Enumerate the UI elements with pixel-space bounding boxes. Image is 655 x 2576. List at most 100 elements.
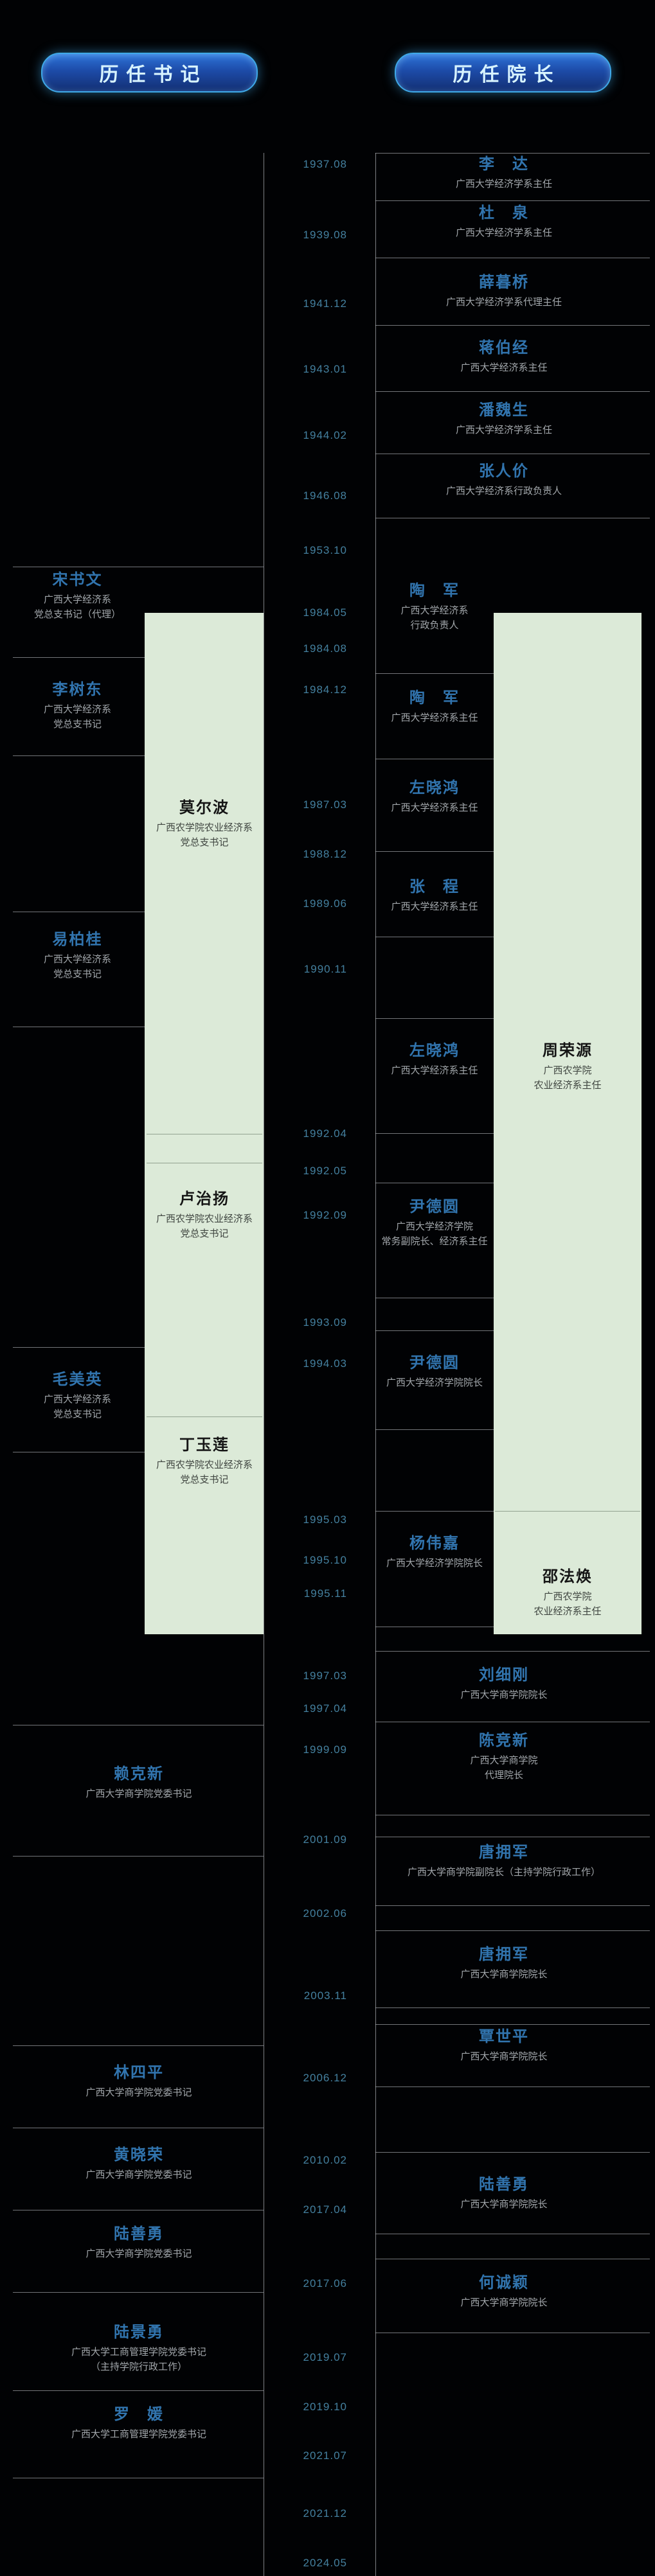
- separator-line: [375, 200, 650, 201]
- dean-entry: 尹德圆广西大学经济学院院长: [375, 1354, 494, 1390]
- separator-line: [495, 1511, 640, 1512]
- timeline-date: 2024.05: [303, 2557, 347, 2569]
- dean-entry: 何诚颖广西大学商学院院长: [375, 2274, 633, 2310]
- separator-line: [375, 2007, 650, 2008]
- timeline-date: 1995.03: [303, 1513, 347, 1526]
- person-title: 广西农学院农业经济系: [156, 1213, 253, 1224]
- person-title: 行政负责人: [410, 620, 459, 631]
- person-name: 莫尔波: [179, 799, 229, 816]
- person-title: 广西大学经济学系主任: [455, 179, 552, 190]
- person-name: 周荣源: [543, 1042, 593, 1059]
- separator-line: [375, 1018, 494, 1019]
- person-title: 常务副院长、经济系主任: [381, 1236, 488, 1247]
- timeline-date: 2010.02: [303, 2154, 347, 2166]
- timeline-date: 1997.03: [303, 1670, 347, 1682]
- person-title: 广西大学商学院院长: [460, 1969, 548, 1980]
- person-name: 杜 泉: [479, 204, 529, 222]
- separator-line: [13, 755, 145, 756]
- dean-entry: 潘魏生广西大学经济学系主任: [375, 401, 633, 437]
- person-name: 唐拥军: [479, 1844, 529, 1861]
- person-name: 杨伟嘉: [409, 1535, 460, 1552]
- timeline-date: 2006.12: [303, 2072, 347, 2084]
- person-name: 覃世平: [479, 2028, 529, 2045]
- dean-entry: 唐拥军广西大学商学院副院长（主持学院行政工作）: [375, 1844, 633, 1880]
- secretary-entry: 宋书文广西大学经济系党总支书记（代理）: [12, 571, 143, 622]
- separator-line: [375, 325, 650, 326]
- person-title: 广西大学经济学系主任: [455, 425, 552, 436]
- timeline-date: 1995.11: [303, 1587, 347, 1600]
- person-title: 广西大学商学院院长: [460, 2199, 548, 2210]
- separator-line: [13, 1347, 145, 1348]
- separator-line: [375, 1429, 494, 1430]
- person-name: 薛暮桥: [479, 274, 529, 291]
- person-title: 党总支书记: [53, 1409, 102, 1420]
- separator-line: [147, 1416, 262, 1417]
- dean-entry: 邵法焕广西农学院农业经济系主任: [495, 1568, 640, 1619]
- agricultural-period-highlight-left: [145, 613, 264, 1634]
- deans-header-button[interactable]: 历任院长: [395, 53, 611, 93]
- person-title: 广西大学商学院党委书记: [85, 2169, 192, 2180]
- person-name: 陈竞新: [479, 1732, 529, 1749]
- timeline-date: 2017.06: [303, 2277, 347, 2289]
- agricultural-period-highlight-right: [494, 613, 642, 1634]
- timeline-date: 2017.04: [303, 2203, 347, 2216]
- person-title: 广西大学经济系: [43, 1394, 111, 1405]
- person-title: （主持学院行政工作）: [90, 2361, 187, 2372]
- person-name: 陶 军: [409, 582, 460, 599]
- separator-line: [13, 2390, 264, 2391]
- secretary-entry: 黄晓荣广西大学商学院党委书记: [13, 2146, 265, 2182]
- person-name: 罗 媛: [114, 2406, 164, 2423]
- separator-line: [13, 657, 145, 658]
- person-title: 广西大学经济系主任: [460, 362, 548, 373]
- person-title: 广西大学经济学院: [395, 1221, 473, 1232]
- person-name: 张 程: [409, 878, 460, 895]
- timeline-date: 1994.03: [303, 1357, 347, 1370]
- person-name: 邵法焕: [543, 1568, 593, 1585]
- timeline-date: 2003.11: [303, 1989, 347, 2002]
- dean-entry: 陶 军广西大学经济系主任: [375, 689, 494, 725]
- separator-line: [13, 2045, 264, 2046]
- timeline-date: 2021.12: [303, 2507, 347, 2519]
- separator-line: [375, 2152, 650, 2153]
- person-name: 陆景勇: [114, 2324, 164, 2341]
- person-name: 刘细刚: [479, 1666, 529, 1684]
- person-title: 广西大学商学院党委书记: [85, 2248, 192, 2259]
- dean-entry: 左晓鸿广西大学经济系主任: [375, 1042, 494, 1078]
- person-title: 党总支书记: [180, 837, 229, 848]
- dean-entry: 杜 泉广西大学经济学系主任: [375, 204, 633, 240]
- dean-entry: 蒋伯经广西大学经济系主任: [375, 339, 633, 375]
- timeline-axis-line: [375, 153, 376, 2576]
- secretary-entry: 陆善勇广西大学商学院党委书记: [13, 2225, 265, 2261]
- dean-entry: 唐拥军广西大学商学院院长: [375, 1946, 633, 1982]
- separator-line: [13, 1856, 264, 1857]
- person-name: 赖克新: [114, 1765, 164, 1783]
- person-name: 左晓鸿: [409, 1042, 460, 1059]
- person-title: 广西农学院: [543, 1591, 592, 1602]
- separator-line: [375, 1330, 494, 1331]
- secretary-entry: 陆景勇广西大学工商管理学院党委书记（主持学院行政工作）: [13, 2324, 265, 2374]
- person-title: 农业经济系主任: [534, 1080, 602, 1091]
- timeline-date: 1984.12: [303, 684, 347, 696]
- person-title: 广西大学商学院院长: [460, 2051, 548, 2062]
- timeline-date: 1990.11: [303, 963, 347, 975]
- separator-line: [375, 1133, 494, 1134]
- timeline-date: 2001.09: [303, 1833, 347, 1846]
- person-title: 党总支书记: [180, 1228, 229, 1239]
- person-title: 代理院长: [484, 1770, 523, 1781]
- person-title: 广西大学经济系: [43, 704, 111, 715]
- person-name: 李 达: [479, 155, 529, 173]
- dean-entry: 覃世平广西大学商学院院长: [375, 2028, 633, 2064]
- timeline-date: 1995.10: [303, 1554, 347, 1566]
- dean-entry: 张 程广西大学经济系主任: [375, 878, 494, 914]
- person-name: 黄晓荣: [114, 2146, 164, 2164]
- timeline-date: 1937.08: [303, 158, 347, 170]
- person-title: 广西大学商学院: [470, 1755, 538, 1766]
- secretaries-header-button[interactable]: 历任书记: [41, 53, 258, 93]
- timeline-date: 1984.05: [303, 606, 347, 619]
- separator-line: [375, 1511, 494, 1512]
- timeline-date: 1999.09: [303, 1743, 347, 1756]
- person-name: 左晓鸿: [409, 779, 460, 797]
- timeline-date: 1941.12: [303, 297, 347, 310]
- timeline-date: 1989.06: [303, 897, 347, 910]
- timeline-date: 1946.08: [303, 490, 347, 502]
